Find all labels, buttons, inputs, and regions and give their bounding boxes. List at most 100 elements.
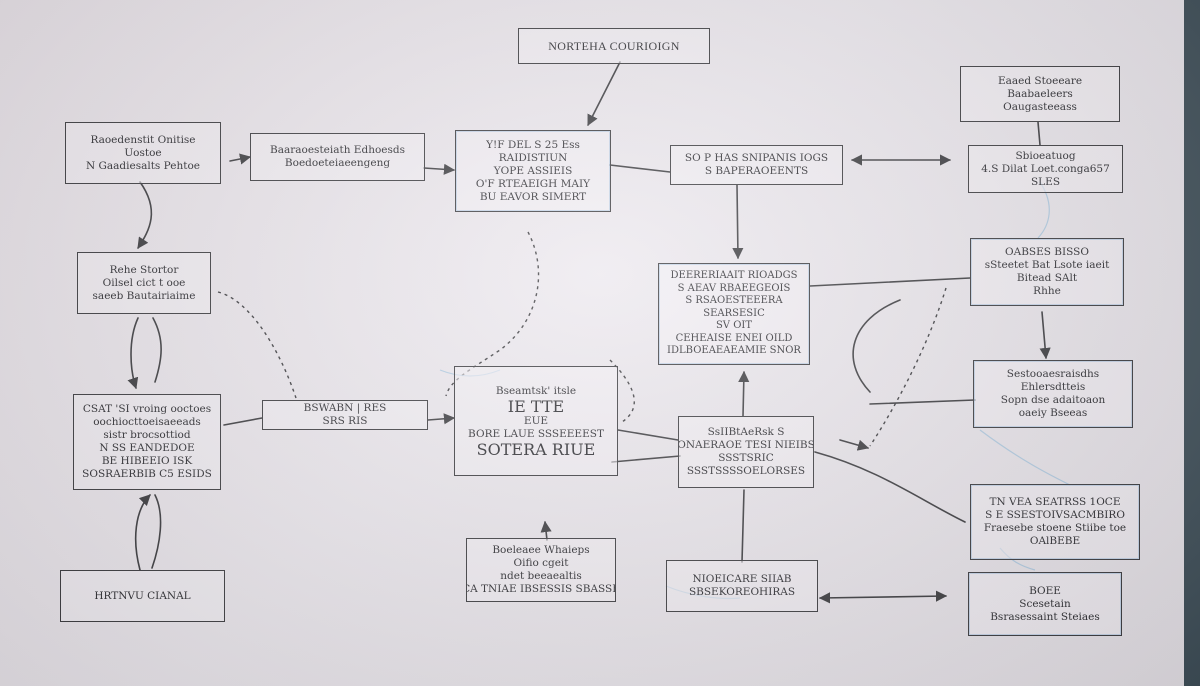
node-n11-line-1: BSWABN | RES xyxy=(303,402,387,414)
node-n14: Sestooaesraisdhs Ehlersdtteis Sopn dse a… xyxy=(973,360,1133,428)
node-n16-line-2: Oifio cgeit xyxy=(513,557,569,569)
board-frame-edge xyxy=(1184,0,1200,686)
node-n1-line-1: Raoedenstit Onitise xyxy=(90,133,196,146)
node-n9-line-4: Rhhe xyxy=(1033,285,1061,297)
node-n5-line-3: Oaugasteeass xyxy=(1003,100,1077,113)
connector-n3-n4 xyxy=(609,164,671,173)
node-n15-line-4: OAlBEBE xyxy=(1029,535,1081,547)
node-n8-line-7: IDLBOEAEAEAMIE SNOR xyxy=(667,345,801,357)
connector-n10-n13-b xyxy=(611,455,681,463)
node-n16-line-3: ndet beeaealtis xyxy=(500,570,582,582)
node-n1: Raoedenstit Onitise Uostoe N Gaadiesalts… xyxy=(65,122,221,184)
node-n7: Rehe Stortor Oilsel cict t ooe saeeb Bau… xyxy=(77,252,211,314)
node-n16-line-1: Boeleaee Whaieps xyxy=(492,544,590,556)
pencil-guide-2 xyxy=(979,429,1071,486)
node-n3-line-2: RAIDISTIUN xyxy=(498,151,568,164)
node-n8-line-5: SV OIT xyxy=(715,320,753,332)
node-n18-line-1: HRTNVU CIANAL xyxy=(94,589,191,602)
node-n14-line-4: oaeiy Bseeas xyxy=(1018,407,1088,419)
node-n11: BSWABN | RES SRS RIS xyxy=(262,400,428,430)
node-n3-line-5: BU EAVOR SIMERT xyxy=(479,190,587,203)
connector-n12-n11 xyxy=(223,417,263,426)
node-n8-line-4: SEARSESIC xyxy=(703,307,765,319)
node-n2: Baaraoesteiath Edhoesds Boedoeteiaeengen… xyxy=(250,133,425,181)
dashed-connector-n7-n11 xyxy=(217,291,297,399)
connector-n8-n9 xyxy=(809,277,971,287)
node-n1-line-2: Uostoe xyxy=(124,146,162,159)
node-n16: Boeleaee Whaieps Oifio cgeit ndet beeaea… xyxy=(466,538,616,602)
node-n3-line-4: O'F RTEAEIGH MAIY xyxy=(475,177,591,190)
node-n14-line-2: Ehlersdtteis xyxy=(1020,381,1086,393)
node-n9-line-2: sSteetet Bat Lsote iaeit xyxy=(984,259,1110,271)
node-n10-line-5: SOTERA RIUE xyxy=(476,439,596,459)
node-n12-line-4: N SS EANDEDOE xyxy=(99,442,195,454)
node-n13-line-3: SSSTSRIC xyxy=(718,452,774,464)
node-n7-line-2: Oilsel cict t ooe xyxy=(102,276,186,289)
node-n11-line-2: SRS RIS xyxy=(322,415,368,427)
node-n14-line-1: Sestooaesraisdhs xyxy=(1006,368,1100,380)
node-n10-line-1: Bseamtsk' itsle xyxy=(495,384,577,397)
connector-n13-n15 xyxy=(814,451,966,523)
node-n4: SO P HAS SNIPANIS IOGS S BAPERAOEENTS xyxy=(670,145,843,185)
node-n19-line-3: Bsrasessaint Steiaes xyxy=(990,610,1100,623)
node-n12-line-6: SOSRAERBIB C5 ESIDS xyxy=(82,468,212,480)
connector-n9-n14 xyxy=(1039,311,1051,360)
node-n3: Y!F DEL S 25 Ess RAIDISTIUN YOPE ASSIEIS… xyxy=(455,130,611,212)
node-n12: CSAT 'SI vroing ooctoes oochiocttoeisaee… xyxy=(73,394,221,490)
connector-curve-right xyxy=(852,299,901,393)
node-n19: BOEE Scesetain Bsrasessaint Steiaes xyxy=(968,572,1122,636)
diagram-title: NORTEHA COURIOIGN xyxy=(518,28,710,64)
node-n5: Eaaed Stoeeare Baabaeleers Oaugasteeass xyxy=(960,66,1120,122)
connector-n11-n10 xyxy=(427,413,456,425)
node-n13: SsIIBtAeRsk S ONAERAOE TESI NIEIBS SSSTS… xyxy=(678,416,814,488)
node-n4-line-2: S BAPERAOEENTS xyxy=(704,165,809,177)
node-n4-line-1: SO P HAS SNIPANIS IOGS xyxy=(684,152,829,164)
connector-n13-mark xyxy=(839,439,870,451)
node-n8: DEERERIAAIT RIOADGS S AEAV RBAEEGEOIS S … xyxy=(658,263,810,365)
node-n15-line-3: Fraesebe stoene Stiibe toe xyxy=(983,522,1127,534)
node-n10-line-2: IE TTE xyxy=(507,396,565,416)
node-n14-line-3: Sopn dse adaitoaon xyxy=(1000,394,1106,406)
connector-n1-n2 xyxy=(229,153,252,165)
node-n10: Bseamtsk' itsle IE TTE EUE BORE LAUE SSS… xyxy=(454,366,618,476)
node-n8-line-2: S AEAV RBAEEGEOIS xyxy=(677,282,791,294)
node-n7-line-3: saeeb Bautairiaime xyxy=(92,289,196,302)
node-n6-line-2: 4.S Dilat Loet.conga657 xyxy=(981,162,1110,175)
connector-n7-n12-b xyxy=(152,317,162,383)
node-n5-line-1: Eaaed Stoeeare xyxy=(997,74,1083,87)
node-n15-line-2: S E SSESTOIVSACMBIRO xyxy=(985,509,1125,521)
connector-n13-n8 xyxy=(738,370,750,417)
node-n19-line-1: BOEE xyxy=(1029,584,1061,597)
node-n7-line-1: Rehe Stortor xyxy=(109,263,179,276)
node-n2-line-2: Boedoeteiaeengeng xyxy=(284,157,391,169)
node-n9-line-1: OABSES BISSO xyxy=(1005,246,1089,258)
connector-n5-n6 xyxy=(1037,121,1041,146)
connector-n10-n13 xyxy=(617,429,679,441)
node-n13-line-2: ONAERAOE TESI NIEIBS xyxy=(678,439,814,451)
dashed-connector-n9-n13 xyxy=(869,287,947,447)
node-n8-line-6: CEHEAISE ENEI OILD xyxy=(675,332,793,344)
node-n12-line-3: sistr brocsottiod xyxy=(103,429,191,441)
connector-small-arrow xyxy=(540,520,552,541)
node-n19-line-2: Scesetain xyxy=(1019,597,1071,610)
connector-n7-n12 xyxy=(127,317,139,390)
node-n13-line-4: SSSTSSSSOELORSES xyxy=(686,465,806,477)
node-n12-line-1: CSAT 'SI vroing ooctoes xyxy=(82,403,212,415)
diagram-title-text: NORTEHA COURIOIGN xyxy=(548,38,680,53)
node-n8-line-1: DEERERIAAIT RIOADGS xyxy=(670,270,798,282)
node-n10-line-3: EUE xyxy=(523,414,549,427)
node-n12-line-5: BE HIBEEIO ISK xyxy=(101,455,193,467)
node-n9-line-3: Bitead SAlt xyxy=(1016,272,1078,284)
node-n2-line-1: Baaraoesteiath Edhoesds xyxy=(270,144,405,156)
title-connector xyxy=(587,61,621,126)
connector-n2-n3 xyxy=(423,163,456,175)
node-n5-line-2: Baabaeleers xyxy=(1007,87,1073,100)
node-n15: TN VEA SEATRSS 1OCE S E SSESTOIVSACMBIRO… xyxy=(970,484,1140,560)
node-n3-line-3: YOPE ASSIEIS xyxy=(493,164,573,177)
node-n17-line-2: SBSEKOREOHIRAS xyxy=(688,586,796,598)
node-n3-line-1: Y!F DEL S 25 Ess xyxy=(486,138,580,151)
node-n6-line-1: Sbioeatuog xyxy=(1015,149,1076,162)
connector-n1-n7 xyxy=(137,181,153,249)
